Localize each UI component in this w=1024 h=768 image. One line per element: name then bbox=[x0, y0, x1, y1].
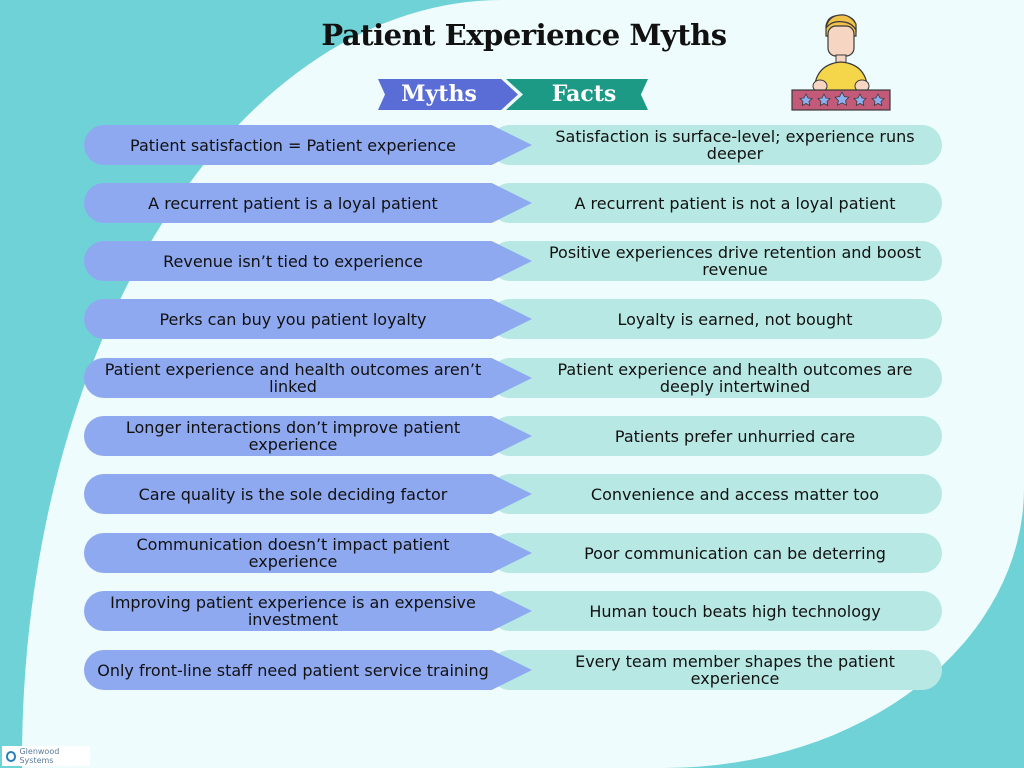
myth-text: Patient experience and health outcomes a… bbox=[104, 360, 482, 396]
myth-fact-row: Loyalty is earned, not bought Perks can b… bbox=[84, 299, 942, 339]
facts-header-label: Facts bbox=[551, 81, 617, 107]
fact-text: Convenience and access matter too bbox=[590, 484, 880, 504]
glenwood-logo: Glenwood Systems bbox=[2, 746, 90, 766]
myth-fact-row: Patient experience and health outcomes a… bbox=[84, 358, 942, 398]
myths-header: Myths bbox=[378, 79, 518, 110]
myth-arrow: Only front-line staff need patient servi… bbox=[84, 650, 532, 690]
fact-pill: A recurrent patient is not a loyal patie… bbox=[490, 183, 942, 223]
myth-text: Perks can buy you patient loyalty bbox=[159, 309, 427, 329]
fact-pill: Satisfaction is surface-level; experienc… bbox=[490, 125, 942, 165]
fact-pill: Positive experiences drive retention and… bbox=[490, 241, 942, 281]
myth-fact-row: Satisfaction is surface-level; experienc… bbox=[84, 125, 942, 165]
myth-text: A recurrent patient is a loyal patient bbox=[148, 193, 438, 213]
myth-text: Care quality is the sole deciding factor bbox=[138, 484, 448, 504]
fact-text: A recurrent patient is not a loyal patie… bbox=[574, 193, 896, 213]
myth-text: Patient satisfaction = Patient experienc… bbox=[130, 135, 456, 155]
myth-fact-row: A recurrent patient is not a loyal patie… bbox=[84, 183, 942, 223]
myth-fact-row: Poor communication can be deterring Commu… bbox=[84, 533, 942, 573]
myth-text: Longer interactions don’t improve patien… bbox=[125, 418, 461, 454]
fact-text: Patient experience and health outcomes a… bbox=[557, 360, 913, 396]
fact-pill: Convenience and access matter too bbox=[490, 474, 942, 514]
myth-arrow: Improving patient experience is an expen… bbox=[84, 591, 532, 631]
fact-text: Patients prefer unhurried care bbox=[614, 426, 856, 446]
myth-arrow: Revenue isn’t tied to experience bbox=[84, 241, 532, 281]
fact-pill: Human touch beats high technology bbox=[490, 591, 942, 631]
myth-arrow: Communication doesn’t impact patient exp… bbox=[84, 533, 532, 573]
fact-pill: Every team member shapes the patient exp… bbox=[490, 650, 942, 690]
fact-text: Positive experiences drive retention and… bbox=[548, 243, 922, 279]
fact-pill: Loyalty is earned, not bought bbox=[490, 299, 942, 339]
fact-text: Human touch beats high technology bbox=[589, 601, 881, 621]
myth-fact-row: Positive experiences drive retention and… bbox=[84, 241, 942, 281]
myth-text: Only front-line staff need patient servi… bbox=[97, 660, 489, 680]
glenwood-logo-icon bbox=[6, 750, 17, 762]
fact-pill: Poor communication can be deterring bbox=[490, 533, 942, 573]
myth-arrow: Longer interactions don’t improve patien… bbox=[84, 416, 532, 456]
myth-arrow: A recurrent patient is a loyal patient bbox=[84, 183, 532, 223]
myth-fact-row: Every team member shapes the patient exp… bbox=[84, 650, 942, 690]
myth-fact-row: Human touch beats high technology Improvi… bbox=[84, 591, 942, 631]
myth-text: Revenue isn’t tied to experience bbox=[163, 251, 423, 271]
fact-pill: Patient experience and health outcomes a… bbox=[490, 358, 942, 398]
myth-text: Improving patient experience is an expen… bbox=[110, 593, 476, 629]
myth-arrow: Perks can buy you patient loyalty bbox=[84, 299, 532, 339]
fact-text: Poor communication can be deterring bbox=[584, 543, 886, 563]
fact-text: Satisfaction is surface-level; experienc… bbox=[555, 127, 915, 163]
myth-arrow: Patient satisfaction = Patient experienc… bbox=[84, 125, 532, 165]
myth-arrow: Patient experience and health outcomes a… bbox=[84, 358, 532, 398]
myth-fact-row: Convenience and access matter too Care qu… bbox=[84, 474, 942, 514]
person-five-star-rating-icon bbox=[791, 14, 891, 111]
fact-text: Loyalty is earned, not bought bbox=[617, 309, 853, 329]
facts-header: Facts bbox=[506, 79, 648, 110]
logo-text: Glenwood Systems bbox=[19, 747, 60, 765]
myth-fact-row: Patients prefer unhurried care Longer int… bbox=[84, 416, 942, 456]
myth-arrow: Care quality is the sole deciding factor bbox=[84, 474, 532, 514]
fact-text: Every team member shapes the patient exp… bbox=[575, 652, 895, 688]
page-title: Patient Experience Myths bbox=[321, 18, 727, 52]
fact-pill: Patients prefer unhurried care bbox=[490, 416, 942, 456]
myth-text: Communication doesn’t impact patient exp… bbox=[136, 535, 450, 571]
myths-header-label: Myths bbox=[401, 81, 477, 107]
